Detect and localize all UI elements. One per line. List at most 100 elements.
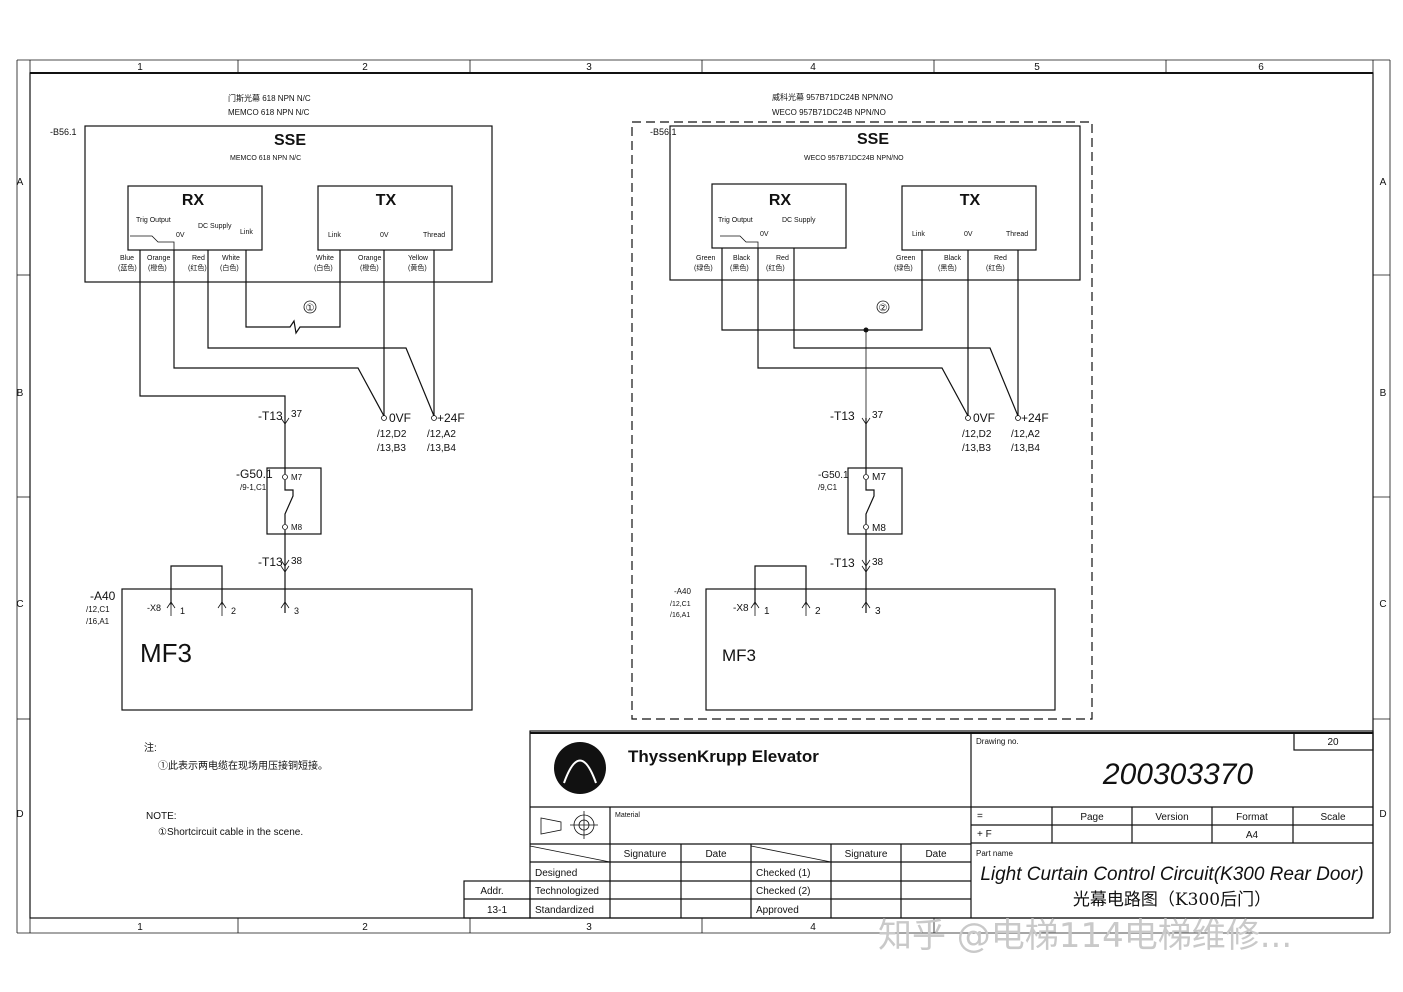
projection-symbol xyxy=(540,817,562,835)
left-sse-box xyxy=(84,125,493,283)
left-wire-color: Blue xyxy=(120,255,134,262)
right-device-tag: -B56.1 xyxy=(650,127,677,137)
left-wire-color: White xyxy=(222,255,240,262)
right-relay-m7: M7 xyxy=(872,472,886,483)
right-24f-terminal xyxy=(1015,415,1021,421)
addr-label: Addr. xyxy=(480,886,503,897)
left-0vf: 0VF xyxy=(389,411,411,425)
right-relay-m8: M8 xyxy=(872,523,886,534)
right-note-line1: 威科光幕 957B71DC24B NPN/NO xyxy=(772,92,893,102)
row-label: D xyxy=(16,809,23,820)
signature-label: Signature xyxy=(845,849,888,860)
right-wire-color-cn: (黑色) xyxy=(938,263,957,272)
left-a40-ref: /16,A1 xyxy=(86,617,110,626)
right-wire-green xyxy=(721,248,866,331)
right-wire-color: Black xyxy=(944,255,962,262)
left-wire-color: Orange xyxy=(358,255,381,262)
col-label: 1 xyxy=(137,922,143,933)
left-relay-box xyxy=(266,467,322,535)
left-0vf-ref: /13,B3 xyxy=(377,443,406,454)
left-jumper xyxy=(170,565,223,605)
signature-label: Signature xyxy=(624,849,667,860)
col-label: 4 xyxy=(810,62,816,73)
right-sse-label: SSE xyxy=(857,131,889,148)
left-relay-ref: /9-1,C1 xyxy=(240,483,267,492)
left-note-line2: MEMCO 618 NPN N/C xyxy=(228,108,310,117)
left-rx-label: RX xyxy=(182,192,205,209)
left-pin: 2 xyxy=(231,606,236,616)
row-label: B xyxy=(1380,388,1387,399)
left-mf3-label: MF3 xyxy=(140,638,192,668)
left-sse-label: SSE xyxy=(274,132,306,149)
right-wire-color-cn: (绿色) xyxy=(694,263,713,272)
col-label: 3 xyxy=(586,922,592,933)
material-label: Material xyxy=(615,812,640,819)
right-rx-term: 0V xyxy=(760,231,769,238)
format-label: Format xyxy=(1236,812,1268,823)
row-label: D xyxy=(1379,809,1386,820)
scale-label: Scale xyxy=(1320,812,1345,823)
left-relay-m7: M7 xyxy=(291,473,303,482)
left-link-bridge xyxy=(245,250,341,335)
title-block: ThyssenKrupp Elevator Drawing no. 20 200… xyxy=(463,730,1374,919)
right-tx-box xyxy=(901,185,1037,251)
left-wire-color-cn: (橙色) xyxy=(360,263,379,272)
right-wire-color: Green xyxy=(896,255,916,262)
right-relay-ref: /9,C1 xyxy=(818,483,838,492)
left-x8: -X8 xyxy=(147,603,161,613)
sheet-number: 20 xyxy=(1327,737,1339,748)
right-link-marker xyxy=(876,300,890,314)
left-device-tag: -B56.1 xyxy=(50,127,77,137)
left-24f-terminal xyxy=(431,415,437,421)
row-ruler-left: A B C D xyxy=(16,60,30,933)
left-note-line1: 门斯光幕 618 NPN N/C xyxy=(228,93,311,103)
right-wire-color-cn: (绿色) xyxy=(894,263,913,272)
drawing-frame xyxy=(29,72,1374,919)
right-tx-term: Link xyxy=(912,231,925,238)
left-link-marker xyxy=(303,300,317,314)
plus-f: + F xyxy=(977,829,992,840)
left-wire-color: White xyxy=(316,255,334,262)
right-relay-tag: -G50.1 xyxy=(818,470,849,481)
right-pin: 1 xyxy=(764,606,770,617)
approved-label: Approved xyxy=(756,905,799,916)
left-rx-box xyxy=(127,185,263,251)
right-t13-bot: -T13 xyxy=(830,556,855,570)
note-cn-text: ①此表示两电缆在现场用压接铜短接。 xyxy=(158,759,328,772)
left-t13-bot: -T13 xyxy=(258,555,283,569)
left-trig-symbol xyxy=(130,235,175,250)
row-label: C xyxy=(1379,599,1386,610)
right-circuit: 威科光幕 957B71DC24B NPN/NO WECO 957B71DC24B… xyxy=(631,92,1093,720)
col-label: 4 xyxy=(810,922,816,933)
col-label: 6 xyxy=(1258,62,1264,73)
right-rx-term: Trig Output xyxy=(718,217,753,224)
right-rx-box xyxy=(711,183,847,249)
left-t13-bot-no: 38 xyxy=(291,556,303,567)
left-t13-top: -T13 xyxy=(258,409,283,423)
right-24f: +24F xyxy=(1021,411,1049,425)
date-label: Date xyxy=(705,849,727,860)
standardized-label: Standardized xyxy=(535,905,594,916)
right-wire-color: Black xyxy=(733,255,751,262)
right-mf3-label: MF3 xyxy=(722,646,756,665)
note-en-text: ①Shortcircuit cable in the scene. xyxy=(158,827,303,838)
row-ruler-right: A B C D xyxy=(1373,60,1391,933)
right-tx-label: TX xyxy=(960,192,981,209)
left-rx-term: Trig Output xyxy=(136,217,171,224)
checked1-label: Checked (1) xyxy=(756,868,810,879)
right-wire-color-cn: (黑色) xyxy=(730,263,749,272)
right-rx-label: RX xyxy=(769,192,792,209)
right-0vf: 0VF xyxy=(973,411,995,425)
left-a40-ref: /12,C1 xyxy=(86,605,110,614)
technologized-label: Technologized xyxy=(535,886,599,897)
right-a40-tag: -A40 xyxy=(674,587,691,596)
left-relay-contact xyxy=(284,480,294,524)
right-sse-sub: WECO 957B71DC24B NPN/NO xyxy=(804,155,904,162)
right-0vf-ref: /13,B3 xyxy=(962,443,991,454)
right-jumper xyxy=(754,565,807,605)
addr-value: 13-1 xyxy=(487,905,507,916)
right-wire-red xyxy=(793,248,1019,417)
left-relay-m8: M8 xyxy=(291,523,303,532)
designed-label: Designed xyxy=(535,868,577,879)
